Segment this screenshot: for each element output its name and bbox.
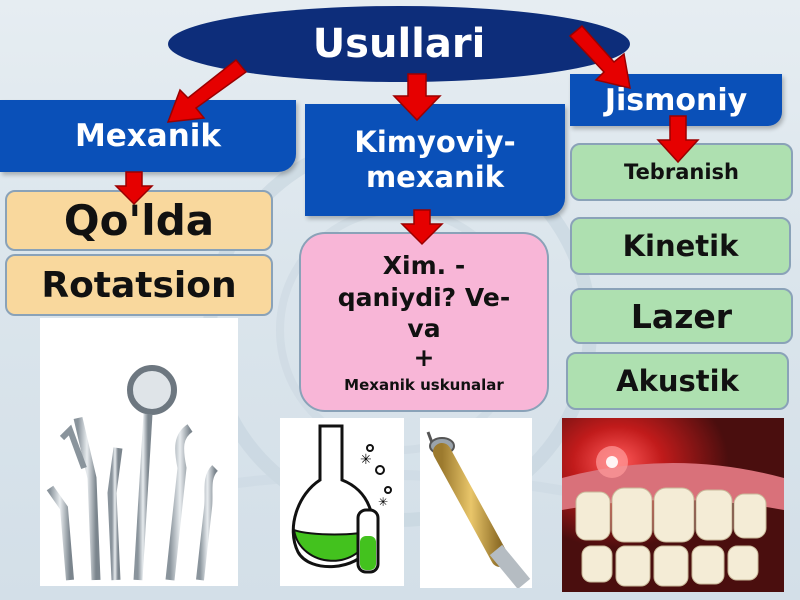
- laser-teeth-icon: [562, 418, 784, 592]
- method-kinetik-label: Kinetik: [622, 229, 739, 263]
- dental-tools-icon: [46, 365, 219, 581]
- method-lazer: Lazer: [570, 288, 793, 344]
- category-mexanik-label: Mexanik: [74, 118, 222, 154]
- method-rotatsion: Rotatsion: [5, 254, 273, 316]
- method-akustik: Akustik: [566, 352, 789, 410]
- title-oval: Usullari: [168, 6, 630, 82]
- kimyoviy-line2: qaniydi? Ve-: [337, 282, 511, 312]
- kimyoviy-plus: +: [413, 343, 435, 373]
- svg-text:✳: ✳: [378, 495, 388, 509]
- handpiece-icon: [426, 431, 531, 588]
- method-rotatsion-label: Rotatsion: [41, 264, 237, 306]
- svg-text:✳: ✳: [360, 452, 372, 468]
- dental-tools-image: [40, 318, 238, 586]
- kimyoviy-line1: Xim. -: [382, 251, 466, 281]
- category-jismoniy-label: Jismoniy: [604, 82, 748, 118]
- dental-handpiece-image: [420, 418, 532, 588]
- category-kimyoviy-line1: Kimyoviy-: [354, 125, 516, 160]
- flask-icon: ✳ ✳: [291, 424, 392, 574]
- category-mexanik: Mexanik: [0, 100, 296, 172]
- method-akustik-label: Akustik: [616, 364, 739, 398]
- category-kimyoviy-line2: mexanik: [365, 160, 505, 194]
- method-tebranish: Tebranish: [570, 143, 793, 201]
- method-qolda-label: Qo'lda: [63, 196, 215, 245]
- method-lazer-label: Lazer: [630, 296, 733, 336]
- title-text: Usullari: [312, 21, 486, 67]
- kimyoviy-line3: va: [407, 313, 441, 343]
- method-qolda: Qo'lda: [5, 190, 273, 251]
- method-kinetik: Kinetik: [570, 217, 791, 275]
- flask-image: ✳ ✳: [280, 418, 404, 586]
- category-jismoniy: Jismoniy: [570, 74, 782, 126]
- kimyoviy-small: Mexanik uskunalar: [344, 375, 504, 394]
- category-kimyoviy-mexanik: Kimyoviy- mexanik: [305, 104, 565, 216]
- laser-teeth-image: [562, 418, 784, 592]
- method-tebranish-label: Tebranish: [624, 160, 739, 184]
- method-kimyoviy-box: Xim. - qaniydi? Ve- va + Mexanik uskunal…: [299, 232, 549, 412]
